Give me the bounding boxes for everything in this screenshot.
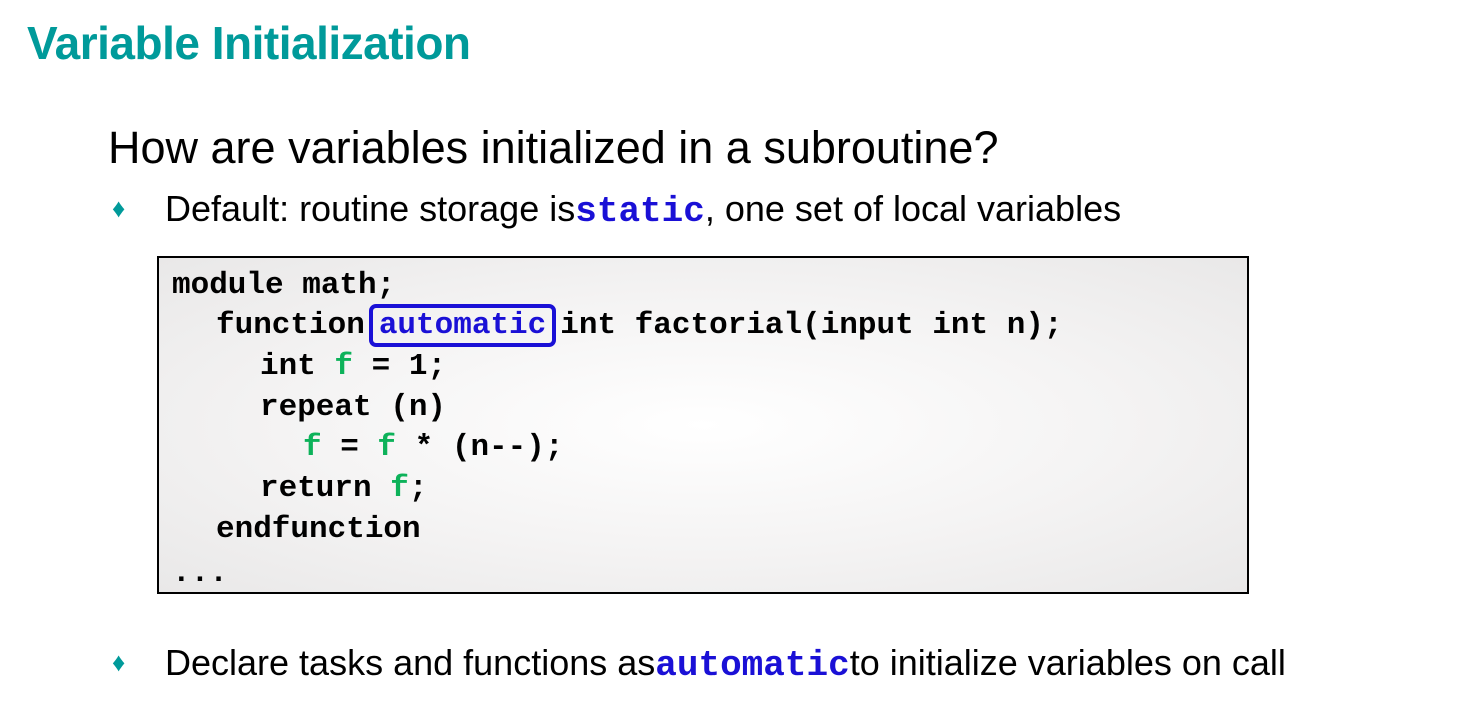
code-line-repeat: repeat (n) bbox=[260, 390, 447, 425]
variable-f: f bbox=[377, 430, 397, 465]
diamond-bullet-icon: ♦ bbox=[112, 193, 126, 223]
diamond-bullet-icon: ♦ bbox=[112, 647, 126, 677]
variable-f: f bbox=[390, 471, 409, 506]
bullet-default-storage: ♦ Default: routine storage is static , o… bbox=[112, 188, 1121, 232]
code-line-int-f: int f = 1; bbox=[260, 349, 447, 384]
variable-f: f bbox=[303, 430, 322, 465]
code-line-ellipsis: ... bbox=[172, 556, 228, 591]
keyword-static: static bbox=[575, 191, 705, 232]
code-line-endfunction: endfunction bbox=[216, 512, 421, 547]
variable-f: f bbox=[334, 349, 354, 384]
bullet-text-prefix: Declare tasks and functions as bbox=[165, 642, 656, 683]
bullet-text-prefix: Default: routine storage is bbox=[165, 188, 576, 229]
code-line-return: return f; bbox=[260, 471, 428, 506]
keyword-automatic: automatic bbox=[655, 645, 850, 686]
bullet-text-suffix: , one set of local variables bbox=[704, 188, 1122, 229]
slide-title: Variable Initialization bbox=[27, 17, 471, 69]
question-heading: How are variables initialized in a subro… bbox=[108, 122, 999, 173]
bullet-text-suffix: to initialize variables on call bbox=[849, 642, 1286, 683]
bullet-declare-automatic: ♦ Declare tasks and functions as automat… bbox=[112, 642, 1286, 686]
code-line-assign: f = f * (n--); bbox=[303, 430, 564, 465]
keyword-automatic-highlight: automatic bbox=[368, 304, 557, 347]
code-line-module: module math; bbox=[172, 268, 396, 303]
